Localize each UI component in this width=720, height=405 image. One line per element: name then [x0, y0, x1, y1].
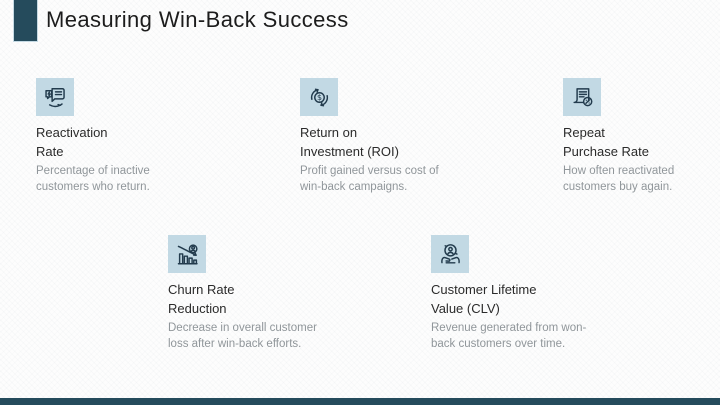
- card-description: Profit gained versus cost of win-back ca…: [300, 165, 439, 193]
- card-customer-lifetime-value: Customer Lifetime Value (CLV) Revenue ge…: [431, 235, 613, 352]
- card-return-on-investment: $ Return on Investment (ROI) Profit gain…: [300, 78, 472, 195]
- footer-accent-bar: [0, 398, 720, 405]
- card-description: Percentage of inactive customers who ret…: [36, 165, 150, 193]
- card-description: Decrease in overall customer loss after …: [168, 322, 317, 350]
- card-title: Churn Rate Reduction: [168, 282, 235, 316]
- card-churn-rate-reduction: Churn Rate Reduction Decrease in overall…: [168, 235, 350, 352]
- receipt-percent-icon: [563, 78, 601, 116]
- svg-text:$: $: [316, 93, 321, 102]
- page-title: Measuring Win-Back Success: [46, 7, 349, 32]
- card-reactivation-rate: Reactivation Rate Percentage of inactive…: [36, 78, 196, 195]
- chat-refresh-icon: [36, 78, 74, 116]
- dollar-cycle-icon: $: [300, 78, 338, 116]
- card-description: Revenue generated from won- back custome…: [431, 322, 587, 350]
- card-title: Repeat Purchase Rate: [563, 125, 649, 159]
- churn-chart-icon: [168, 235, 206, 273]
- title-accent-block: [13, 0, 38, 42]
- hands-customer-icon: [431, 235, 469, 273]
- card-title: Customer Lifetime Value (CLV): [431, 282, 537, 316]
- card-repeat-purchase-rate: Repeat Purchase Rate How often reactivat…: [563, 78, 713, 195]
- card-title: Return on Investment (ROI): [300, 125, 399, 159]
- card-title: Reactivation Rate: [36, 125, 108, 159]
- card-description: How often reactivated customers buy agai…: [563, 165, 675, 193]
